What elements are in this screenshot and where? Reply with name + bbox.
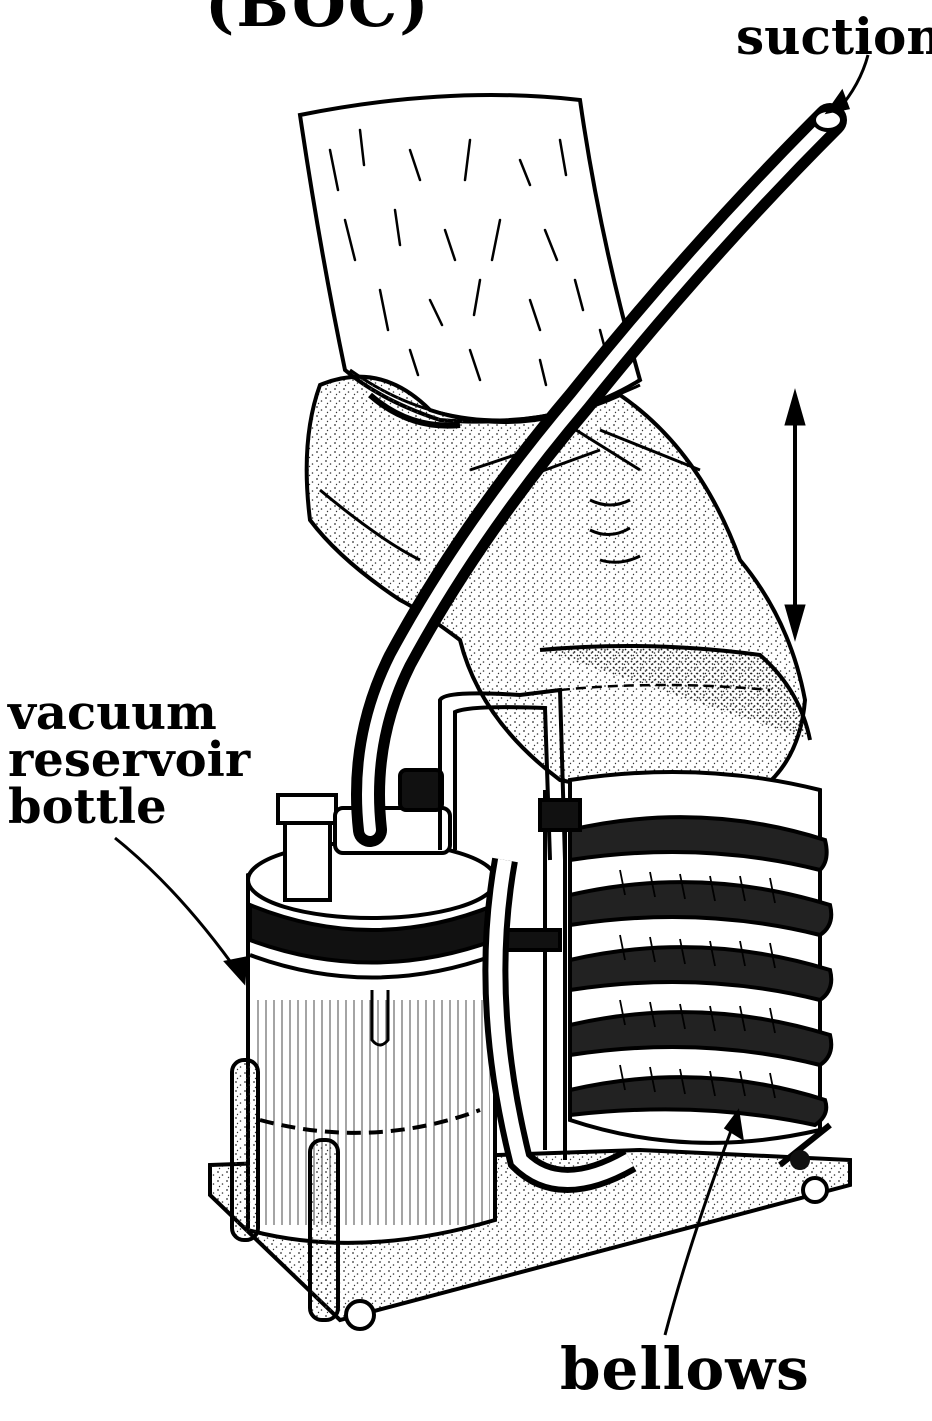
bellows bbox=[570, 772, 831, 1143]
vacuum-bottle-pointer bbox=[115, 838, 240, 975]
up-down-arrow-icon bbox=[785, 390, 805, 640]
bellows-label: bellows bbox=[560, 1340, 810, 1398]
title-fragment: (BOC) bbox=[205, 0, 431, 36]
suction-label: suction bbox=[736, 12, 932, 62]
vacuum-reservoir-bottle-label: vacuum reservoir bottle bbox=[8, 690, 250, 831]
